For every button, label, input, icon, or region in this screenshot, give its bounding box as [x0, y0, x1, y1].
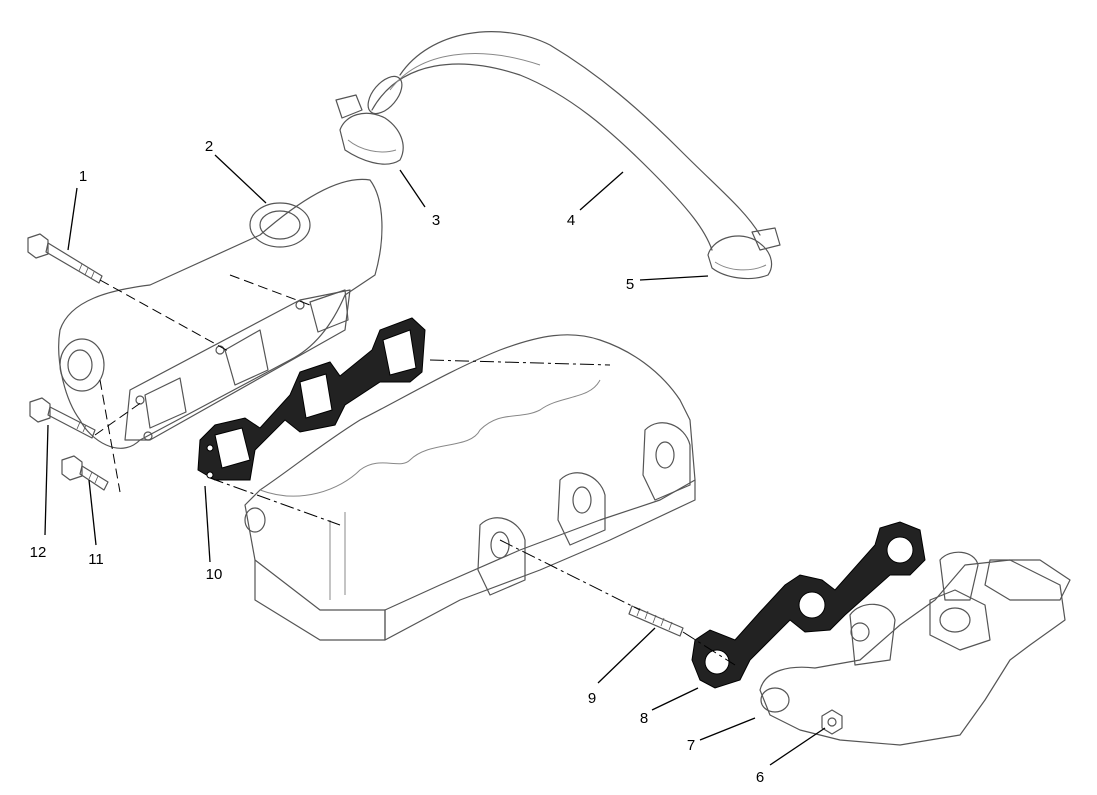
callout-11: 11	[88, 551, 104, 568]
bolt-11	[61, 455, 109, 491]
callout-10: 10	[206, 566, 223, 583]
intake-manifold	[759, 551, 1071, 746]
intake-gasket	[691, 521, 926, 689]
exhaust-muffler	[58, 178, 383, 449]
callout-5: 5	[626, 276, 634, 293]
callout-6: 6	[756, 769, 764, 786]
callout-2: 2	[205, 138, 213, 155]
exhaust-gasket	[197, 317, 426, 481]
bolt-12	[29, 397, 96, 439]
callout-1: 1	[79, 168, 87, 185]
stud	[628, 605, 684, 637]
callout-7: 7	[687, 737, 695, 754]
leader-lines	[44, 154, 826, 766]
bolt-1	[27, 233, 103, 284]
callout-4: 4	[567, 212, 575, 229]
hose-clamp-lower	[707, 227, 781, 280]
callout-8: 8	[640, 710, 648, 727]
callout-3: 3	[432, 212, 440, 229]
hose	[367, 31, 761, 251]
nut	[821, 709, 843, 735]
callout-9: 9	[588, 690, 596, 707]
alignment-lines	[94, 274, 736, 666]
callout-12: 12	[30, 544, 47, 561]
hose-clamp-upper	[335, 94, 404, 165]
callouts: 1 2 3 4 5 6 7 8 9 10 11 12	[30, 138, 765, 786]
